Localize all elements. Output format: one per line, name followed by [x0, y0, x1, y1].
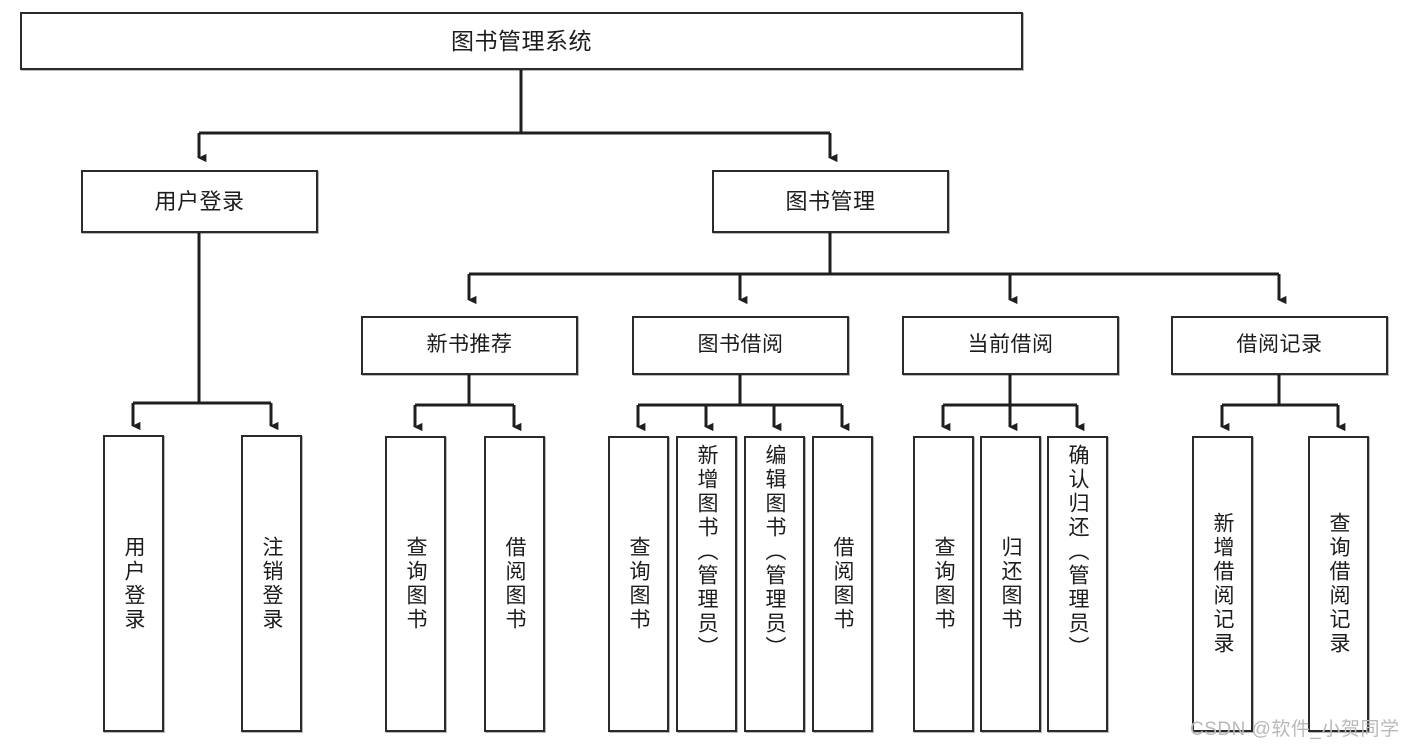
leaf-book-borrow-edit-book[interactable]: 编辑图书（管理员）: [744, 436, 805, 732]
node-current-borrow[interactable]: 当前借阅: [902, 316, 1119, 375]
leaf-current-borrow-return-book-label: 归还图书: [999, 536, 1022, 632]
leaf-book-borrow-query-book[interactable]: 查询图书: [608, 436, 669, 732]
leaf-current-borrow-confirm-return-label: 确认归还（管理员）: [1066, 444, 1089, 660]
leaf-borrow-record-add-record[interactable]: 新增借阅记录: [1192, 436, 1253, 732]
node-root-label: 图书管理系统: [451, 27, 592, 54]
leaf-new-book-query-book[interactable]: 查询图书: [385, 436, 446, 732]
leaf-new-book-borrow-book[interactable]: 借阅图书: [484, 436, 545, 732]
node-user-login-label: 用户登录: [154, 188, 245, 214]
leaf-new-book-query-book-label: 查询图书: [404, 536, 427, 632]
node-book-management[interactable]: 图书管理: [712, 170, 949, 233]
leaf-book-borrow-query-book-label: 查询图书: [627, 536, 650, 632]
leaf-current-borrow-query-book-label: 查询图书: [932, 536, 955, 632]
node-root-book-management-system[interactable]: 图书管理系统: [20, 12, 1023, 70]
leaf-current-borrow-query-book[interactable]: 查询图书: [913, 436, 974, 732]
leaf-borrow-record-query-record-label: 查询借阅记录: [1327, 512, 1350, 656]
leaf-user-login-login-label: 用户登录: [122, 535, 145, 632]
leaf-book-borrow-borrow-book[interactable]: 借阅图书: [812, 436, 873, 732]
node-current-borrow-label: 当前借阅: [967, 333, 1054, 357]
leaf-book-borrow-borrow-book-label: 借阅图书: [831, 536, 854, 632]
leaf-book-borrow-add-book-label: 新增图书（管理员）: [695, 444, 718, 660]
node-book-management-label: 图书管理: [785, 188, 876, 214]
leaf-user-login-logout-label: 注销登录: [260, 535, 283, 632]
node-new-book-recommend-label: 新书推荐: [426, 333, 513, 357]
leaf-borrow-record-add-record-label: 新增借阅记录: [1211, 512, 1234, 656]
leaf-book-borrow-edit-book-label: 编辑图书（管理员）: [763, 444, 786, 660]
leaf-new-book-borrow-book-label: 借阅图书: [503, 536, 526, 632]
leaf-book-borrow-add-book[interactable]: 新增图书（管理员）: [676, 436, 737, 732]
leaf-current-borrow-return-book[interactable]: 归还图书: [980, 436, 1041, 732]
leaf-user-login-login[interactable]: 用户登录: [103, 435, 164, 732]
node-book-borrow[interactable]: 图书借阅: [632, 316, 849, 375]
node-user-login[interactable]: 用户登录: [81, 170, 318, 233]
leaf-current-borrow-confirm-return[interactable]: 确认归还（管理员）: [1047, 436, 1108, 732]
csdn-watermark: CSDN @软件_小贺同学: [1190, 719, 1400, 740]
node-new-book-recommend[interactable]: 新书推荐: [361, 316, 578, 375]
node-book-borrow-label: 图书借阅: [697, 333, 784, 357]
node-borrow-record-label: 借阅记录: [1236, 333, 1323, 357]
leaf-borrow-record-query-record[interactable]: 查询借阅记录: [1308, 436, 1369, 732]
node-borrow-record[interactable]: 借阅记录: [1171, 316, 1388, 375]
leaf-user-login-logout[interactable]: 注销登录: [241, 435, 302, 732]
